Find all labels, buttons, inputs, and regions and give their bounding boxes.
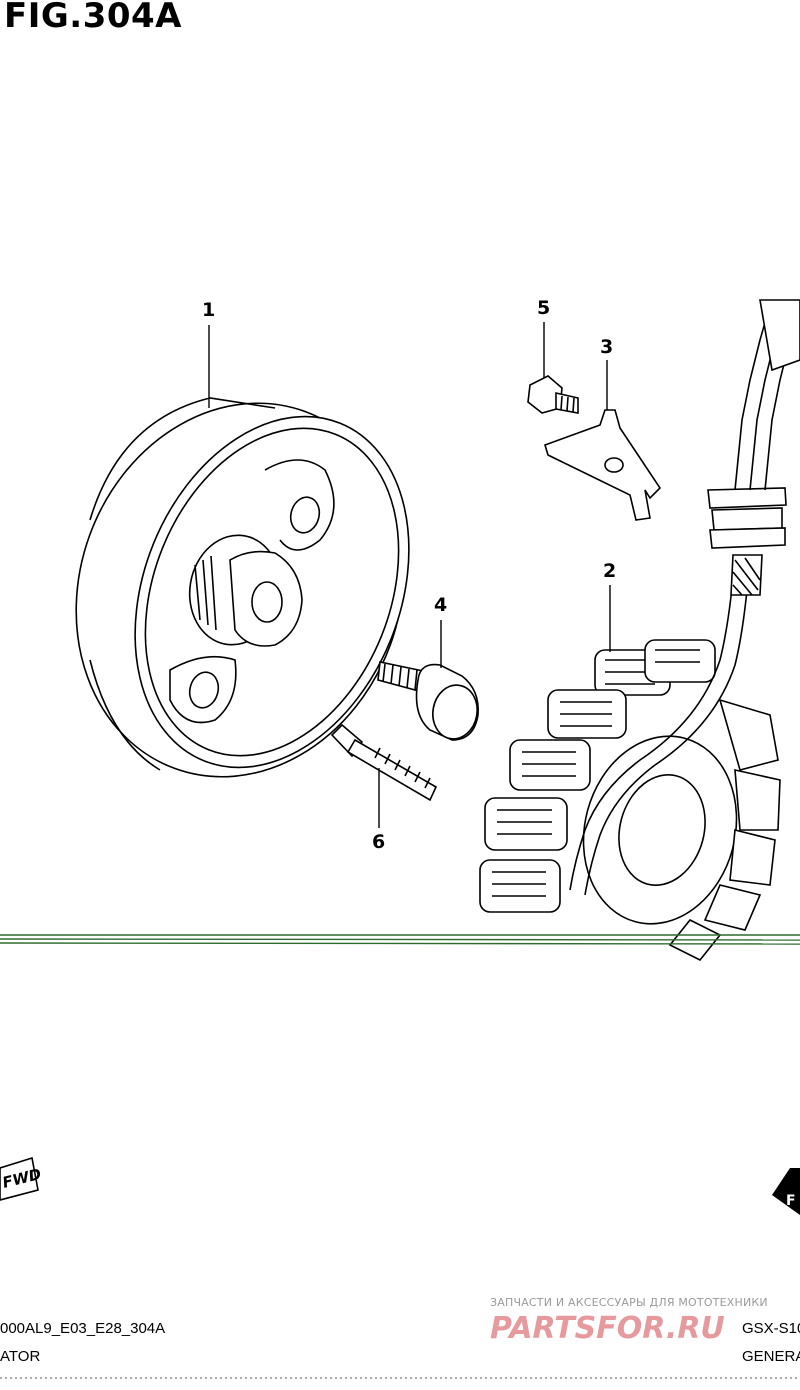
section-name-right: GENERA bbox=[742, 1348, 800, 1365]
callout-2: 2 bbox=[603, 560, 617, 582]
fwd-label-right: F bbox=[786, 1193, 796, 1209]
callout-1: 1 bbox=[202, 299, 216, 321]
callout-5: 5 bbox=[537, 297, 551, 319]
part-stator[interactable] bbox=[479, 299, 800, 962]
part-bolt-5[interactable] bbox=[527, 375, 579, 414]
divider-line bbox=[0, 934, 800, 945]
figure-title: FIG.304A bbox=[4, 0, 182, 36]
watermark-logo: PARTSFOR.RU bbox=[490, 1311, 725, 1346]
figure-code-left: 000AL9_E03_E28_304A bbox=[0, 1320, 166, 1337]
model-code-right: GSX-S10 bbox=[742, 1320, 800, 1337]
part-rotor[interactable] bbox=[25, 357, 459, 824]
fwd-arrow-right: F bbox=[772, 1168, 800, 1215]
section-name-left: ATOR bbox=[0, 1348, 41, 1365]
callout-3: 3 bbox=[600, 336, 614, 358]
part-bolt-4[interactable] bbox=[377, 661, 481, 742]
leader-lines bbox=[208, 322, 611, 828]
callout-6: 6 bbox=[372, 831, 386, 853]
part-clamp[interactable] bbox=[544, 409, 662, 521]
part-bolt-6[interactable] bbox=[330, 723, 438, 802]
watermark-tagline: ЗАПЧАСТИ И АКСЕССУАРЫ ДЛЯ МОТОТЕХНИКИ bbox=[490, 1296, 768, 1309]
fwd-arrow-left: FWD bbox=[0, 1156, 43, 1201]
callout-4: 4 bbox=[434, 594, 448, 616]
